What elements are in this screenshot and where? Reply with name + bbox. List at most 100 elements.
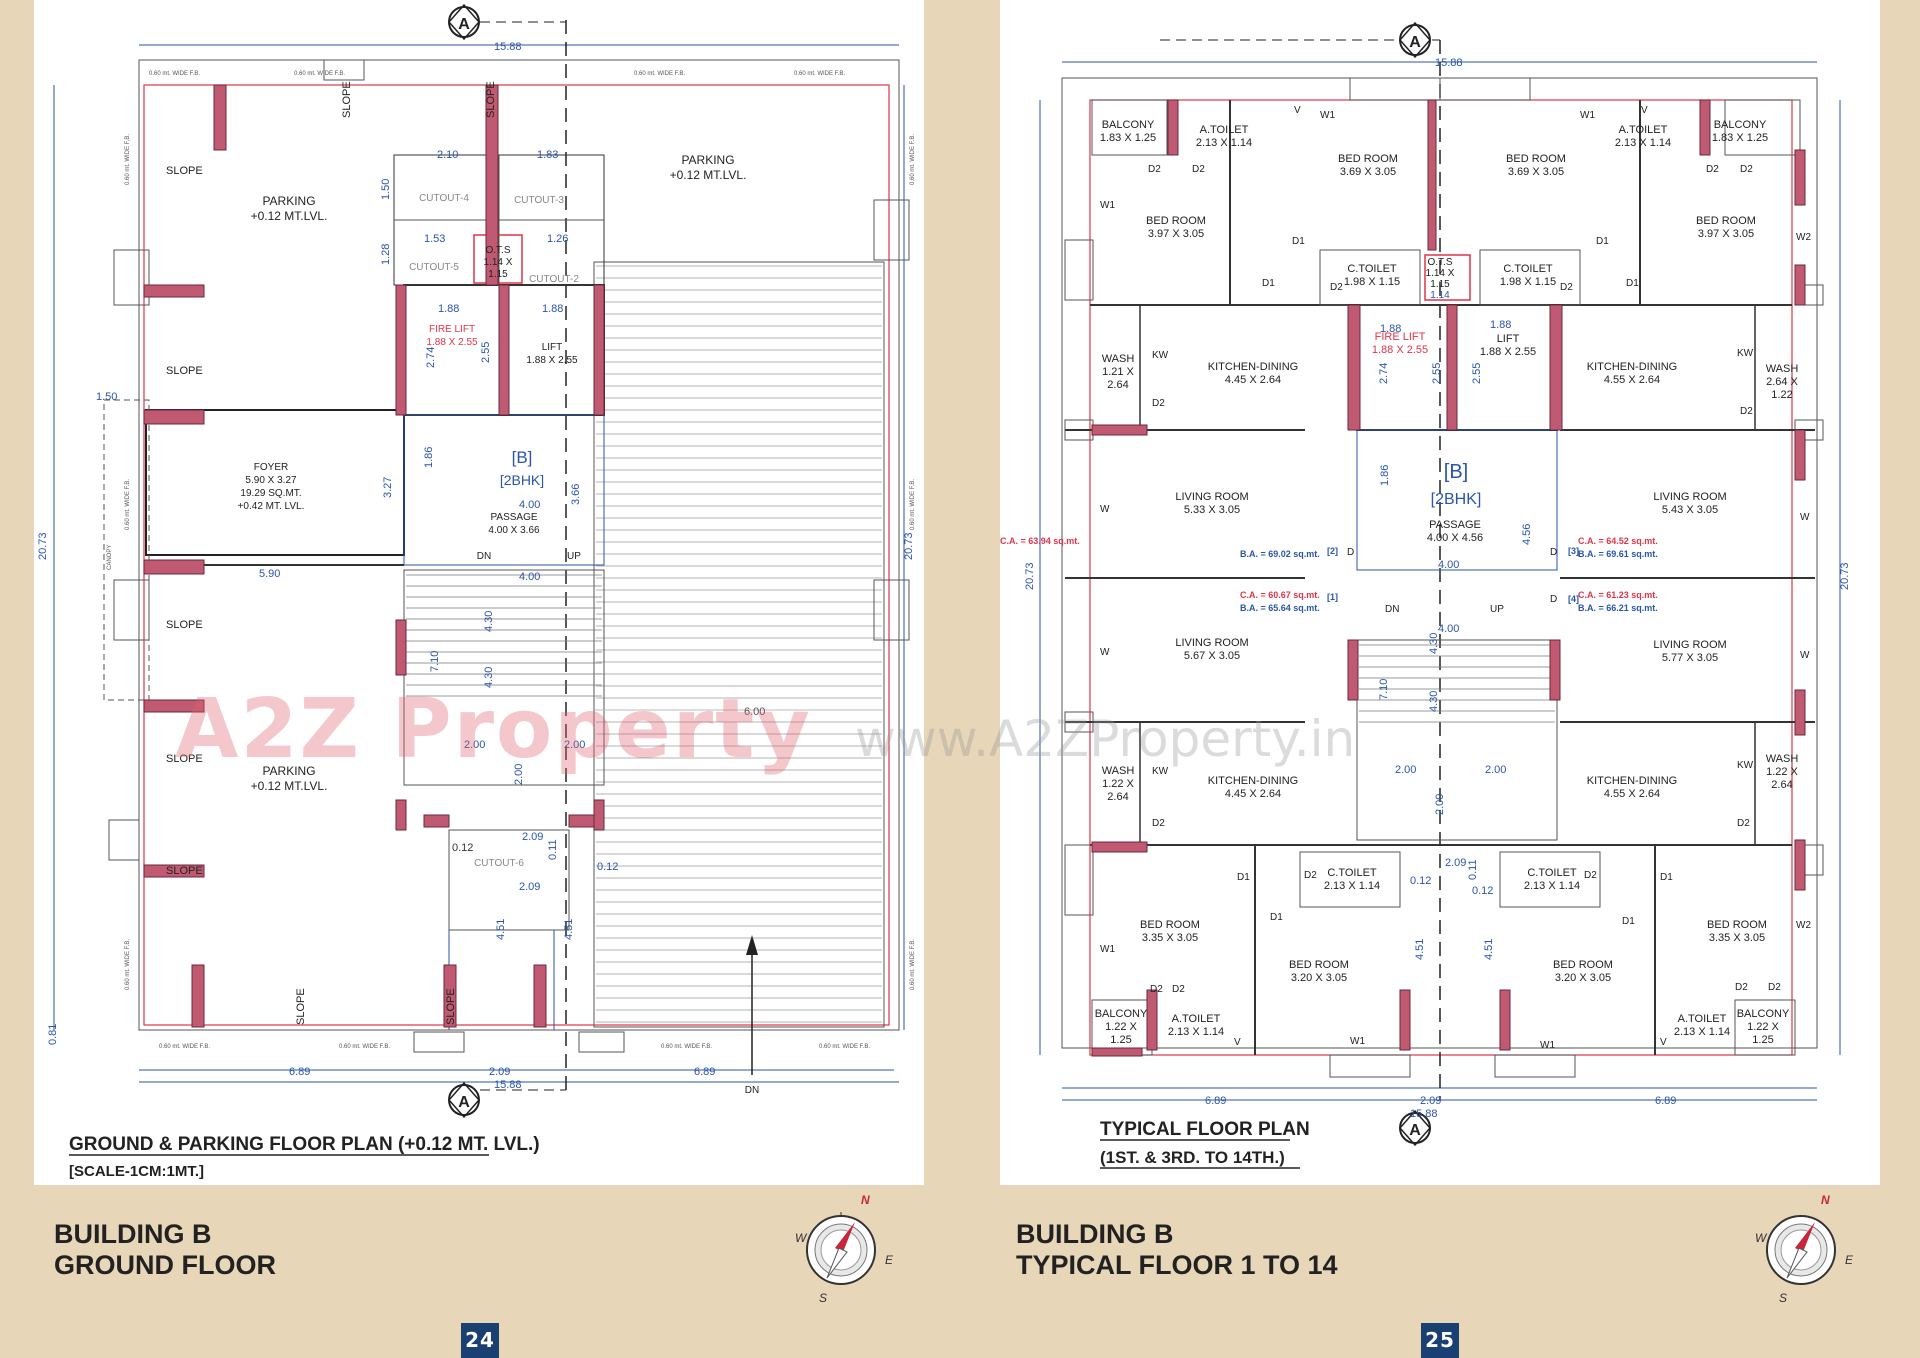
fb-label: 0.60 mt. WIDE F.B. <box>910 479 916 530</box>
wash-dims: 1.22 X <box>1102 778 1134 790</box>
kitchen-window-tag: KW <box>1737 760 1754 771</box>
door-tag: D2 <box>1152 818 1165 829</box>
door-tag: D1 <box>1292 236 1305 247</box>
parking-level: +0.12 MT.LVL. <box>670 168 747 182</box>
kitchen-window-tag: KW <box>1737 348 1754 359</box>
compass-e: E <box>1845 1253 1854 1267</box>
building-outline <box>143 84 890 1026</box>
door-tag: D1 <box>1237 872 1250 883</box>
section-marker-letter: A <box>458 16 470 33</box>
compass-n: N <box>861 1193 870 1207</box>
door-tag: D1 <box>1626 278 1639 289</box>
vent-tag: V <box>1660 1037 1667 1048</box>
dim: 5.90 <box>259 568 280 580</box>
stair-up-label: UP <box>567 551 581 562</box>
dim: 7.10 <box>429 651 441 672</box>
foyer-area: 19.29 SQ.MT. <box>240 488 301 499</box>
wash-dims: 2.64 <box>1107 791 1128 803</box>
compass-w: W <box>1755 1231 1768 1245</box>
stair-down-label: DN <box>1385 604 1399 615</box>
ots-dims: 1.15 <box>1430 279 1450 290</box>
kitchen-window-tag: KW <box>1152 350 1169 361</box>
fire-lift-label: FIRE LIFT <box>429 324 475 335</box>
window-tag: W1 <box>1320 110 1335 121</box>
a-toilet-label: A.TOILET <box>1678 1013 1727 1025</box>
built-area: B.A. = 69.61 sq.mt. <box>1578 549 1658 559</box>
a-toilet-dims: 2.13 X 1.14 <box>1674 1026 1730 1038</box>
bed-room-dims: 3.69 X 3.05 <box>1340 166 1396 178</box>
stair-up-label: UP <box>1490 604 1504 615</box>
bed-room-dims: 3.20 X 3.05 <box>1291 972 1347 984</box>
dim-bottom-right: 6.89 <box>694 1066 715 1078</box>
compass-s: S <box>819 1291 827 1304</box>
a-toilet-label: A.TOILET <box>1172 1013 1221 1025</box>
kitchen-dims: 4.45 X 2.64 <box>1225 374 1281 386</box>
typical-floor-plan-sheet: A A 15.88 15.88 6.89 6.89 2.09 20.73 20.… <box>1000 0 1880 1185</box>
dim: 4.00 <box>1438 559 1459 571</box>
fire-lift-label: FIRE LIFT <box>1375 331 1426 343</box>
c-toilet-dims: 1.98 X 1.15 <box>1344 276 1400 288</box>
dim: 1.88 <box>1490 319 1511 331</box>
dim: 4.51 <box>1414 939 1426 960</box>
dim-top: 15.88 <box>494 41 522 53</box>
door-tag: D1 <box>1622 916 1635 927</box>
window-tag: W1 <box>1100 200 1115 211</box>
dim-bottom-total: 15.88 <box>1410 1108 1438 1120</box>
ground-floor-plan-sheet: A A 15.88 15.88 6.89 6.89 2.09 1.50 20.7… <box>34 0 924 1185</box>
passage-label: PASSAGE <box>1429 519 1481 531</box>
door-tag: D2 <box>1148 164 1161 175</box>
cutout-label: CUTOUT-6 <box>474 858 524 869</box>
dim: 1.88 <box>438 303 459 315</box>
sheet-title: GROUND & PARKING FLOOR PLAN (+0.12 MT. L… <box>69 1134 540 1155</box>
dim-bottom-mid: 2.09 <box>489 1066 510 1078</box>
dim-left-offset: 1.50 <box>96 391 117 403</box>
cutout-label: CUTOUT-5 <box>409 262 459 273</box>
cutout-label: CUTOUT-3 <box>514 195 564 206</box>
balcony-label: BALCONY <box>1714 119 1767 131</box>
dim: 4.00 <box>519 499 540 511</box>
caption-building: BUILDING B <box>1016 1219 1174 1249</box>
ots-dims: 1.14 X <box>1426 268 1455 279</box>
c-toilet-label: C.TOILET <box>1503 263 1553 275</box>
door-tag: D2 <box>1172 984 1185 995</box>
dim: 4.56 <box>1521 524 1533 545</box>
dim: 1.86 <box>1379 465 1391 486</box>
vent-tag: V <box>1234 1037 1241 1048</box>
dim: 2.00 <box>1485 764 1506 776</box>
passage-label: PASSAGE <box>490 512 537 523</box>
living-room-label: LIVING ROOM <box>1175 637 1248 649</box>
fb-label: 0.60 mt. WIDE F.B. <box>125 134 131 185</box>
kitchen-dims: 4.45 X 2.64 <box>1225 788 1281 800</box>
block-label: [B] <box>512 448 533 467</box>
bed-room-label: BED ROOM <box>1338 153 1398 165</box>
carpet-area: C.A. = 64.52 sq.mt. <box>1578 536 1658 546</box>
bed-room-label: BED ROOM <box>1553 959 1613 971</box>
unit-type-label: [2BHK] <box>1431 491 1482 508</box>
caption-floor: GROUND FLOOR <box>54 1250 276 1280</box>
living-room-dims: 5.43 X 3.05 <box>1662 504 1718 516</box>
vent-tag: V <box>1641 105 1648 116</box>
dim: 2.00 <box>1434 794 1446 815</box>
dim: 7.10 <box>1378 679 1390 700</box>
window-tag: W2 <box>1796 920 1811 931</box>
compass-w: W <box>795 1231 808 1245</box>
fb-label: 0.60 mt. WIDE F.B. <box>661 1044 712 1050</box>
door-tag: D1 <box>1270 912 1283 923</box>
ots-dims: 1.15 <box>488 269 508 280</box>
balcony-dims: 1.22 X <box>1747 1021 1779 1033</box>
fb-label: 0.60 mt. WIDE F.B. <box>910 939 916 990</box>
watermark-logo-text: A2Z Property <box>175 682 812 777</box>
window-tag: W1 <box>1580 110 1595 121</box>
dim: 4.30 <box>483 667 495 688</box>
caption-left: BUILDING B GROUND FLOOR <box>54 1219 276 1281</box>
built-area: B.A. = 65.64 sq.mt. <box>1240 603 1320 613</box>
door-tag: D1 <box>1262 278 1275 289</box>
balcony-label: BALCONY <box>1737 1008 1790 1020</box>
watermark-logo: A2Z Property <box>175 682 812 777</box>
cutout-label: CUTOUT-2 <box>529 274 579 285</box>
wash-label: WASH <box>1102 765 1135 777</box>
dim: 4.00 <box>1438 623 1459 635</box>
carpet-area: C.A. = 60.67 sq.mt. <box>1240 590 1320 600</box>
unit-number: [2] <box>1327 546 1338 556</box>
dim: 1.28 <box>380 244 392 265</box>
